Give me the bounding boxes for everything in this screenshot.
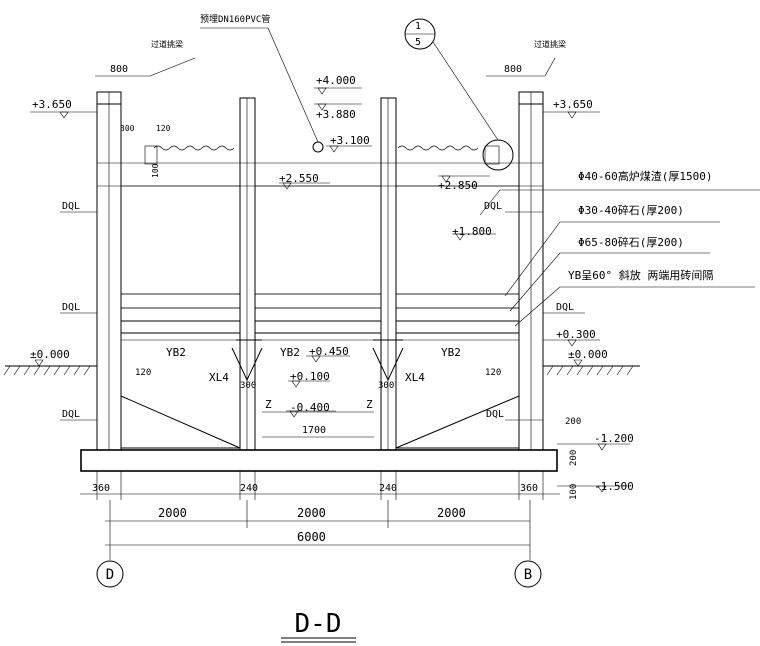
dim-800-left: 800 (110, 64, 128, 75)
elev-minus1200: -1.200 (594, 432, 634, 445)
axis-label-right: B (524, 567, 532, 583)
layer-gravel1: Φ30-40碎石(厚200) (578, 203, 684, 217)
yb2-right: YB2 (441, 346, 461, 359)
layer-slag: Φ40-60高炉煤渣(厚1500) (578, 169, 712, 183)
dim-100-right: 100 (569, 484, 579, 500)
dim-6000: 6000 (297, 530, 326, 544)
elev-0300: +0.300 (556, 328, 596, 341)
axis-bubble-left (96, 560, 124, 588)
dql-left-3: DQL (62, 409, 80, 420)
dim-240-left: 240 (240, 483, 258, 494)
ground-line-right (543, 365, 640, 376)
elev-3650-right: +3.650 (553, 98, 593, 111)
elev-gl-right: ±0.000 (568, 348, 608, 361)
elev-3650-left: +3.650 (32, 98, 72, 111)
z-left: Z (265, 398, 272, 411)
dim-800-right: 800 (504, 64, 522, 75)
dql-right-1: DQL (484, 201, 502, 212)
elev-minus1500: -1.500 (594, 480, 634, 493)
axis-bubble-right (514, 560, 542, 588)
xl4-right: XL4 (405, 371, 425, 384)
xl4-left: XL4 (209, 371, 229, 384)
layer-gravel2: Φ65-80碎石(厚200) (578, 235, 684, 249)
elev-0450: +0.450 (309, 345, 349, 358)
elev-2550: +2.550 (279, 172, 319, 185)
dim-1700: 1700 (302, 425, 326, 436)
axis-label-left: D (106, 567, 114, 583)
hopper-right (395, 395, 520, 449)
support-slab-right (395, 320, 520, 334)
yb2-mid: YB2 (280, 346, 300, 359)
elev-gl-left: ±0.000 (30, 348, 70, 361)
dql-left-2: DQL (62, 302, 80, 313)
dim-360-left: 360 (92, 483, 110, 494)
pvc-pipe (312, 141, 324, 153)
dql-left-1: DQL (62, 201, 80, 212)
dim-120-right: 120 (485, 368, 501, 378)
support-slab-mid (254, 320, 382, 334)
layer-yb: YB呈60° 斜放 两端用砖间隔 (568, 268, 713, 282)
beam-note-left: 过道挑梁 (151, 39, 183, 49)
elev-0100: +0.100 (290, 370, 330, 383)
dim-2000-a: 2000 (158, 506, 187, 520)
dim-120-left: 120 (135, 368, 151, 378)
z-right: Z (366, 398, 373, 411)
elev-top: +4.000 (316, 74, 356, 87)
pipe-note: 预埋DN160PVC管 (200, 13, 270, 25)
dim-200-right2: 200 (569, 450, 579, 466)
beam-note-right: 过道挑梁 (534, 39, 566, 49)
dim-300-left: 300 (240, 381, 256, 391)
elev-2850: +2.850 (438, 179, 478, 192)
dim-300-right: 300 (378, 381, 394, 391)
dql-right-2: DQL (556, 302, 574, 313)
elev-1800: +1.800 (452, 225, 492, 238)
detail-ref-bottom: 5 (415, 37, 421, 48)
section-title: D-D (295, 609, 342, 639)
dim-200-right: 200 (565, 417, 581, 427)
dim-120-top: 120 (156, 124, 171, 133)
dim-100: 100 (151, 163, 160, 178)
dim-2000-b: 2000 (297, 506, 326, 520)
dim-360-right: 360 (520, 483, 538, 494)
hopper-left (120, 395, 241, 449)
right-partition-wall (380, 97, 397, 451)
dql-right-3: DQL (486, 409, 504, 420)
detail-ref-top: 1 (415, 21, 421, 32)
yb2-left: YB2 (166, 346, 186, 359)
base-slab (80, 449, 558, 472)
dim-240-right: 240 (379, 483, 397, 494)
elev-3100: +3.100 (330, 134, 370, 147)
elev-minus0400: -0.400 (290, 401, 330, 414)
dim-2000-c: 2000 (437, 506, 466, 520)
filter-media (120, 185, 520, 322)
elev-3880: +3.880 (316, 108, 356, 121)
support-slab-left (120, 320, 241, 334)
dim-300: 300 (120, 124, 135, 133)
left-partition-wall (239, 97, 256, 451)
ground-line-left (3, 365, 97, 376)
